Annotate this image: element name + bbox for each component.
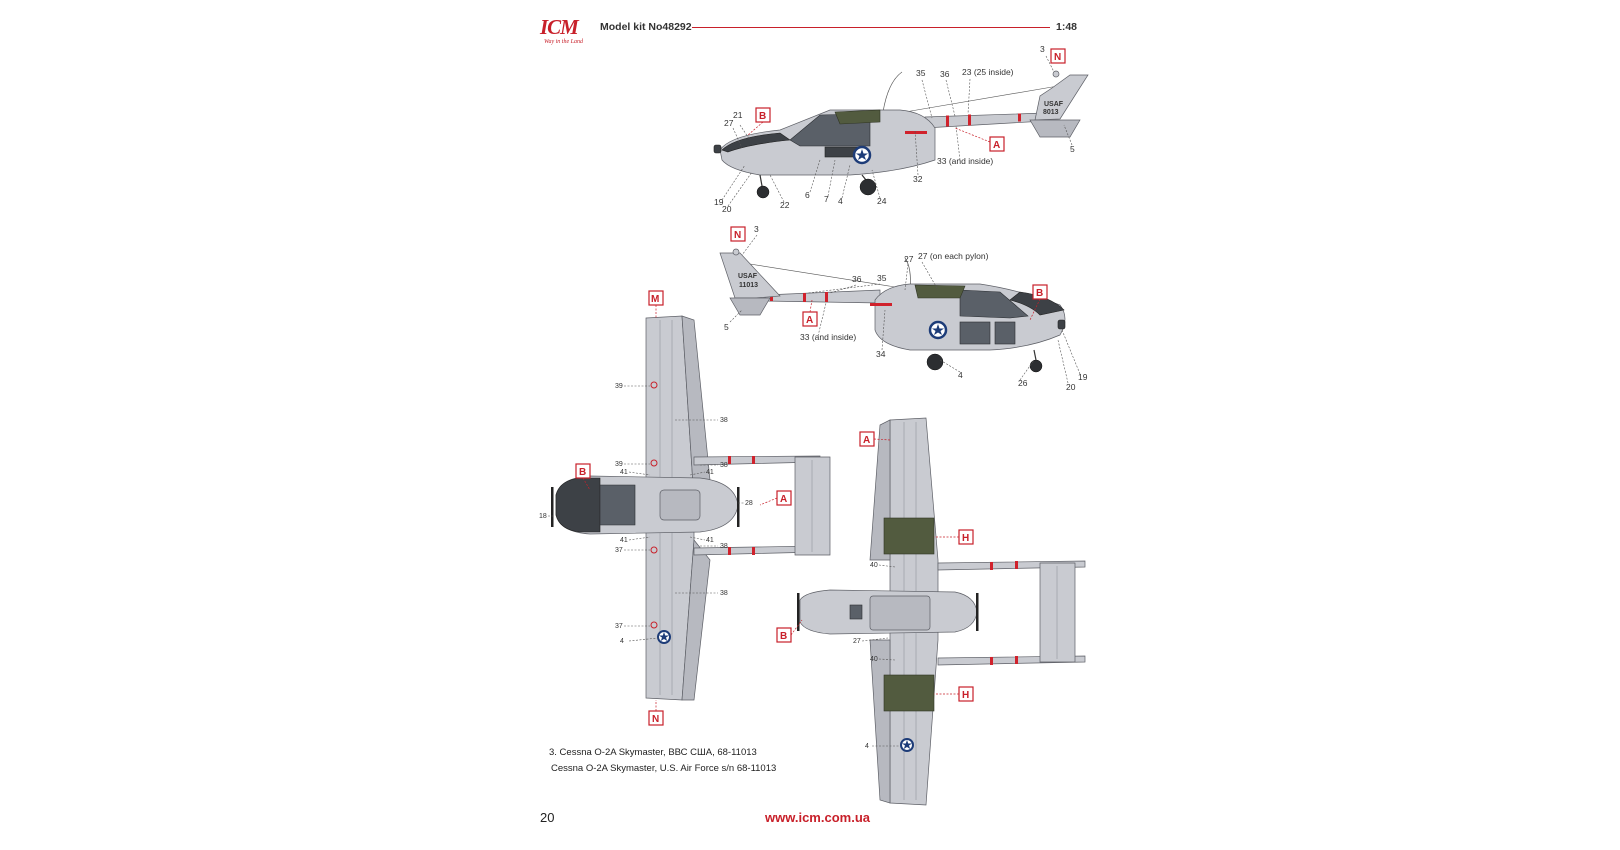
paint-code-box-b: B: [755, 107, 771, 123]
tail-serial: 11013: [739, 282, 758, 289]
paint-code-box-n: N: [730, 226, 746, 242]
svg-text:N: N: [1054, 52, 1061, 63]
callout: 38: [720, 590, 728, 597]
callout: 20: [722, 204, 732, 214]
callout: 35: [916, 68, 926, 78]
callout: 27 (on each pylon): [918, 251, 989, 261]
callout: 27: [853, 638, 861, 645]
callout: 40: [870, 562, 878, 569]
side-view-right: USAF 11013 N A B 3 36 35 27 27 (on: [719, 224, 1088, 392]
svg-text:N: N: [734, 230, 741, 241]
scheme-caption-en: Cessna O-2A Skymaster, U.S. Air Force s/…: [551, 763, 777, 774]
paint-code-box-n: N: [648, 710, 664, 726]
svg-text:A: A: [993, 140, 1000, 151]
svg-text:M: M: [651, 294, 659, 305]
svg-text:B: B: [1036, 288, 1043, 299]
callout: 32: [913, 174, 923, 184]
paint-code-box-a: A: [859, 431, 875, 447]
callout: 40: [870, 656, 878, 663]
callout: 23 (25 inside): [962, 67, 1014, 77]
svg-text:A: A: [806, 315, 813, 326]
callout: 41: [706, 537, 714, 544]
callout: 20: [1066, 382, 1076, 392]
paint-code-box-h: H: [958, 686, 974, 702]
callout: 3: [1040, 44, 1045, 54]
callout: 35: [877, 273, 887, 283]
paint-code-box-b: B: [776, 627, 792, 643]
model-kit-number: Model kit No48292: [600, 21, 692, 33]
callout: 5: [724, 322, 729, 332]
paint-code-box-m: M: [648, 290, 664, 306]
paint-code-box-a: A: [802, 311, 818, 327]
tail-usaf: USAF: [738, 273, 758, 280]
callout: 27: [904, 254, 914, 264]
callout: 39: [615, 383, 623, 390]
paint-code-box-h: H: [958, 529, 974, 545]
top-view: M B A N 39 38 39 38 41 41 28 18 41 41 37…: [539, 290, 831, 726]
paint-code-box-b: B: [575, 463, 591, 479]
callout: 18: [539, 513, 547, 520]
tail-serial: 8013: [1043, 109, 1059, 116]
callout: 27: [724, 118, 734, 128]
callout: 3: [754, 224, 759, 234]
page-number: 20: [540, 810, 555, 825]
callout: 39: [615, 461, 623, 468]
callout: 41: [620, 469, 628, 476]
callout: 36: [940, 69, 950, 79]
callout: 28: [745, 500, 753, 507]
callout: 22: [780, 200, 790, 210]
callout: 5: [1070, 144, 1075, 154]
svg-text:B: B: [579, 467, 586, 478]
callout: 19: [714, 197, 724, 207]
callout: 19: [1078, 372, 1088, 382]
callout: 37: [615, 623, 623, 630]
svg-text:N: N: [652, 714, 659, 725]
callout: 4: [620, 638, 624, 645]
header-rule: [692, 27, 1050, 29]
tail-usaf: USAF: [1044, 101, 1064, 108]
callout: 4: [865, 743, 869, 750]
svg-text:H: H: [962, 690, 969, 701]
scale-label: 1:48: [1056, 21, 1078, 33]
svg-text:A: A: [863, 435, 870, 446]
callout: 21: [733, 110, 743, 120]
svg-text:A: A: [780, 494, 787, 505]
callout: 4: [838, 196, 843, 206]
svg-text:H: H: [962, 533, 969, 544]
callout: 24: [877, 196, 887, 206]
callout: 36: [852, 274, 862, 284]
logo-tagline: Way in the Land: [544, 39, 583, 45]
paint-code-box-a: A: [989, 136, 1005, 152]
svg-text:B: B: [759, 111, 766, 122]
side-view-left: USAF 8013 B A N: [713, 44, 1089, 214]
bottom-view: A H B H 40 27 40 4: [776, 417, 1086, 806]
callout: 33 (and inside): [937, 156, 993, 166]
svg-text:B: B: [780, 631, 787, 642]
paint-code-box-n: N: [1050, 48, 1066, 64]
website-link[interactable]: www.icm.com.ua: [765, 810, 870, 825]
callout: 6: [805, 190, 810, 200]
scheme-caption-ru: 3. Cessna O-2A Skymaster, ВВС США, 68-11…: [549, 747, 757, 758]
callout: 37: [615, 547, 623, 554]
callout: 33 (and inside): [800, 332, 856, 342]
callout: 26: [1018, 378, 1028, 388]
callout: 7: [824, 194, 829, 204]
paint-code-box-b: B: [1032, 284, 1048, 300]
callout: 38: [720, 417, 728, 424]
callout: 34: [876, 349, 886, 359]
callout: 38: [720, 462, 728, 469]
callout: 38: [720, 543, 728, 550]
callout: 41: [706, 469, 714, 476]
callout: 4: [958, 370, 963, 380]
paint-code-box-a: A: [776, 490, 792, 506]
logo-text: ICM: [540, 15, 579, 39]
icm-logo: ICM Way in the Land: [538, 14, 594, 48]
callout: 41: [620, 537, 628, 544]
